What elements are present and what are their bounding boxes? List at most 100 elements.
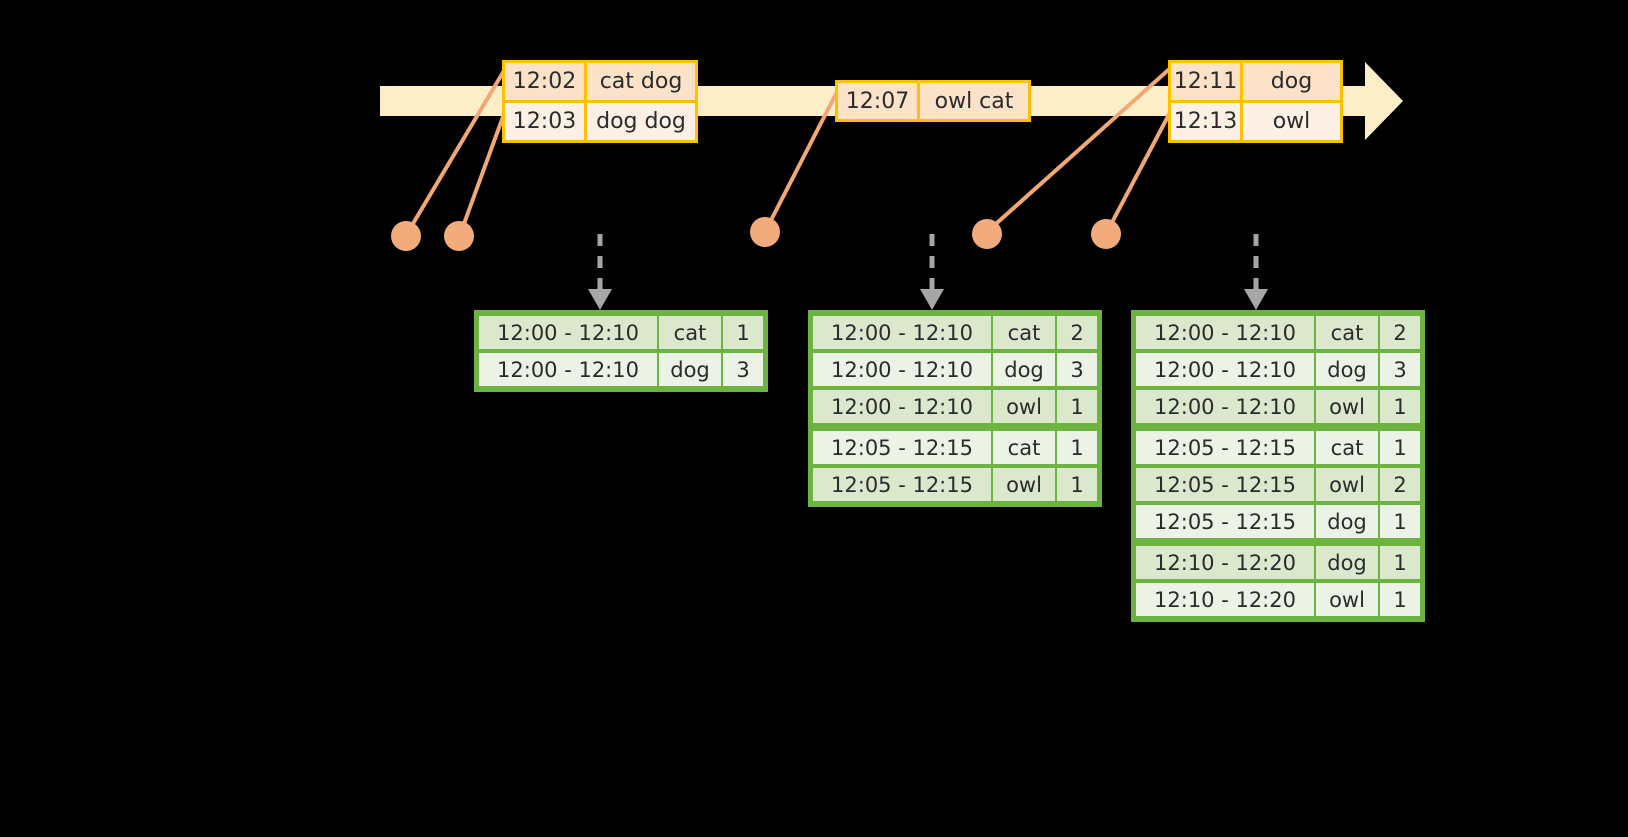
cell-count: 3: [1380, 353, 1420, 386]
connector-5: [1106, 102, 1177, 231]
dot-4: [972, 219, 1002, 249]
emit-arrows: [597, 234, 1259, 290]
dot-3: [750, 217, 780, 247]
cell-key: cat: [993, 431, 1055, 464]
cell-window: 12:00 - 12:10: [479, 316, 657, 349]
event-row: 12:13 owl: [1171, 100, 1340, 140]
cell-window: 12:10 - 12:20: [1136, 546, 1314, 579]
processing-time-dots: [391, 217, 1121, 251]
cell-key: owl: [1316, 468, 1378, 501]
connector-4: [987, 62, 1177, 232]
event-row: 12:11 dog: [1171, 63, 1340, 100]
event-box-1[interactable]: 12:02 cat dog 12:03 dog dog: [502, 60, 698, 143]
cell-key: owl: [993, 390, 1055, 423]
cell-count: 1: [1057, 468, 1097, 501]
event-payload: dog dog: [596, 109, 686, 134]
cell-window: 12:00 - 12:10: [479, 353, 657, 386]
emit-arrow-heads: [588, 289, 1268, 310]
cell-count: 1: [1057, 431, 1097, 464]
cell-window: 12:00 - 12:10: [813, 353, 991, 386]
cell-count: 1: [1057, 390, 1097, 423]
cell-window: 12:00 - 12:10: [1136, 316, 1314, 349]
cell-count: 2: [1380, 468, 1420, 501]
cell-window: 12:05 - 12:15: [1136, 431, 1314, 464]
cell-count: 1: [1380, 505, 1420, 538]
connector-1: [406, 62, 510, 234]
event-time: 12:03: [505, 103, 587, 140]
cell-key: cat: [659, 316, 721, 349]
event-time: 12:11: [1171, 63, 1243, 100]
cell-window: 12:05 - 12:15: [1136, 505, 1314, 538]
event-box-2[interactable]: 12:07 owl cat: [835, 80, 1031, 122]
emit-arrow-head-3: [1244, 289, 1268, 310]
connector-3: [765, 89, 840, 229]
emit-arrow-head-1: [588, 289, 612, 310]
cell-window: 12:00 - 12:10: [813, 390, 991, 423]
dot-2: [444, 221, 474, 251]
table-group-separator: [1135, 425, 1421, 429]
event-time: 12:07: [838, 83, 920, 119]
emit-arrow-head-2: [920, 289, 944, 310]
cell-window: 12:00 - 12:10: [813, 316, 991, 349]
cell-window: 12:05 - 12:15: [1136, 468, 1314, 501]
cell-key: dog: [1316, 353, 1378, 386]
cell-window: 12:00 - 12:10: [1136, 390, 1314, 423]
table-group-separator: [1135, 540, 1421, 544]
event-box-3[interactable]: 12:11 dog 12:13 owl: [1168, 60, 1343, 143]
cell-window: 12:05 - 12:15: [813, 468, 991, 501]
event-time: 12:13: [1171, 103, 1243, 140]
event-payload: owl: [1272, 109, 1311, 134]
cell-key: cat: [1316, 431, 1378, 464]
cell-key: dog: [659, 353, 721, 386]
cell-count: 3: [1057, 353, 1097, 386]
cell-count: 3: [723, 353, 763, 386]
cell-count: 2: [1057, 316, 1097, 349]
cell-count: 2: [1380, 316, 1420, 349]
cell-count: 1: [723, 316, 763, 349]
cell-key: dog: [1316, 505, 1378, 538]
cell-count: 1: [1380, 546, 1420, 579]
cell-key: owl: [1316, 583, 1378, 616]
cell-window: 12:05 - 12:15: [813, 431, 991, 464]
event-payload: dog: [1270, 69, 1313, 94]
cell-key: owl: [993, 468, 1055, 501]
table-group-separator: [812, 425, 1098, 429]
cell-count: 1: [1380, 390, 1420, 423]
cell-key: dog: [993, 353, 1055, 386]
event-row: 12:07 owl cat: [838, 83, 1028, 119]
connector-2: [459, 102, 510, 233]
event-row: 12:02 cat dog: [505, 63, 695, 100]
cell-key: dog: [1316, 546, 1378, 579]
cell-key: cat: [993, 316, 1055, 349]
dot-1: [391, 221, 421, 251]
cell-key: owl: [1316, 390, 1378, 423]
cell-count: 1: [1380, 431, 1420, 464]
connector-lines: [406, 62, 1177, 234]
event-row: 12:03 dog dog: [505, 100, 695, 140]
event-payload: cat dog: [599, 69, 683, 94]
cell-window: 12:10 - 12:20: [1136, 583, 1314, 616]
cell-count: 1: [1380, 583, 1420, 616]
dot-5: [1091, 219, 1121, 249]
event-time: 12:02: [505, 63, 587, 100]
cell-key: cat: [1316, 316, 1378, 349]
